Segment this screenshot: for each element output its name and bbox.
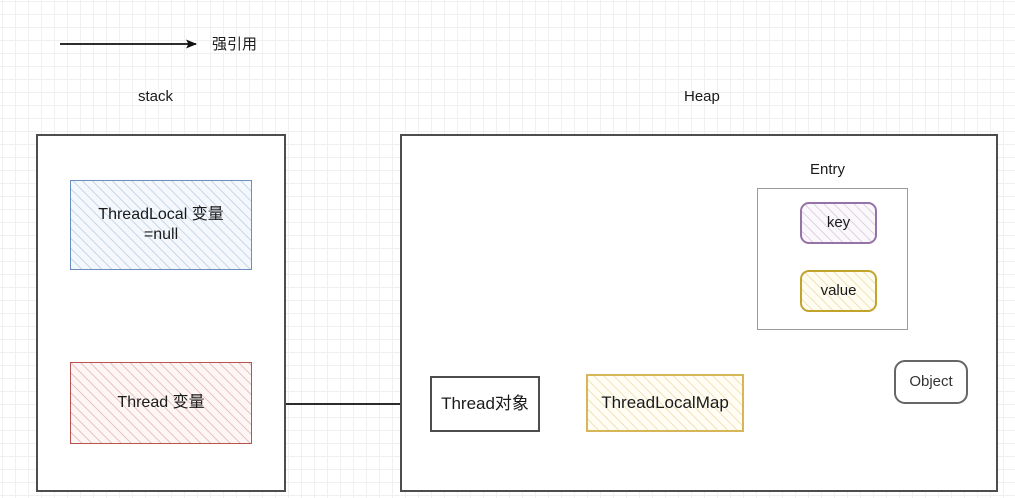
node-object-label: Object [909,372,953,390]
heap-region-label: Heap [684,88,720,105]
node-key[interactable]: key [800,202,877,244]
stack-region-label: stack [138,88,174,105]
node-thread-object-label: Thread对象 [441,394,529,414]
node-key-label: key [826,213,851,231]
node-threadlocal-variable[interactable]: ThreadLocal 变量 =null [70,180,252,270]
entry-label: Entry [810,161,846,178]
node-thread-variable-label: Thread 变量 [117,394,205,411]
node-threadlocalmap[interactable]: ThreadLocalMap [586,374,744,432]
node-value[interactable]: value [800,270,877,312]
node-value-label: value [820,281,857,299]
legend-label: 强引用 [212,36,258,53]
node-threadlocal-variable-label: ThreadLocal 变量 =null [98,206,224,243]
heap-region [400,134,998,492]
node-thread-variable[interactable]: Thread 变量 [70,362,252,444]
node-object[interactable]: Object [894,360,968,404]
node-threadlocalmap-label: ThreadLocalMap [601,393,729,413]
node-thread-object[interactable]: Thread对象 [430,376,540,432]
